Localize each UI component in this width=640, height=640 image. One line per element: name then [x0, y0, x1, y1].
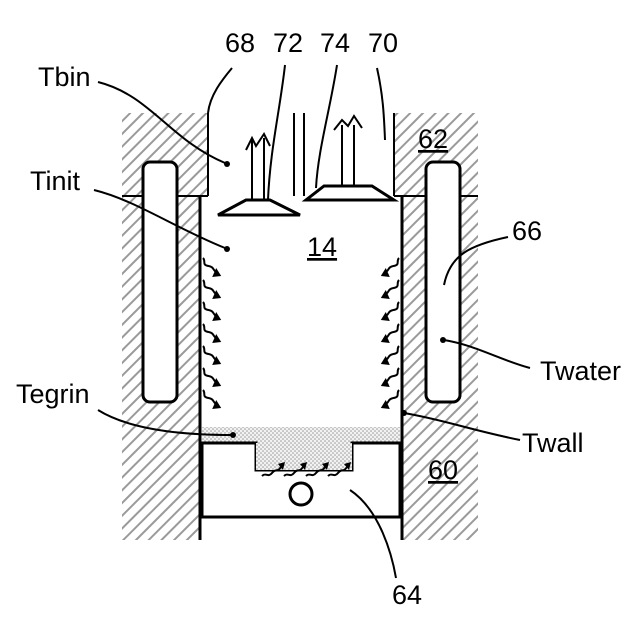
heat-arrow-left — [203, 368, 221, 387]
leader-74 — [316, 65, 337, 188]
heat-arrow-right — [381, 368, 399, 387]
heat-arrow-right — [381, 390, 399, 409]
leader-72 — [268, 65, 285, 200]
ref-70: 70 — [368, 28, 398, 58]
point-twall — [401, 410, 407, 416]
intake-runner-68 — [208, 68, 232, 113]
ref-64: 64 — [392, 580, 422, 610]
label-twall: Twall — [522, 428, 584, 458]
heat-arrows-right — [381, 258, 399, 409]
ref-74: 74 — [320, 28, 350, 58]
ref-60: 60 — [428, 455, 458, 485]
heat-arrow-left — [203, 324, 221, 343]
heat-arrow-right — [381, 302, 399, 321]
piston-pin — [290, 483, 312, 505]
heat-arrow-left — [203, 258, 221, 277]
ref-72: 72 — [273, 28, 303, 58]
label-tinit: Tinit — [30, 166, 81, 196]
point-twater — [440, 337, 446, 343]
piston — [202, 443, 400, 517]
heat-arrow-right — [381, 324, 399, 343]
heat-arrow-left — [203, 390, 221, 409]
point-tbin — [224, 161, 230, 167]
label-tegrin: Tegrin — [16, 379, 90, 409]
heat-arrows-left — [203, 258, 221, 409]
water-jacket-left — [143, 162, 177, 402]
heat-arrow-left — [203, 302, 221, 321]
water-jacket-right — [426, 162, 460, 402]
intake-valve — [218, 134, 300, 215]
label-twater: Twater — [540, 356, 621, 386]
ref-68: 68 — [225, 28, 255, 58]
ref-14: 14 — [307, 232, 337, 262]
heat-arrow-left — [203, 280, 221, 299]
exhaust-runner-70 — [377, 68, 385, 140]
point-tinit — [224, 246, 230, 252]
point-tegrin — [230, 432, 236, 438]
exhaust-valve — [294, 113, 394, 200]
ref-66: 66 — [512, 216, 542, 246]
heat-arrow-right — [381, 280, 399, 299]
label-tbin: Tbin — [38, 62, 91, 92]
heat-arrow-right — [381, 258, 399, 277]
heat-arrow-right — [381, 346, 399, 365]
ref-62: 62 — [418, 124, 448, 154]
heat-arrow-left — [203, 346, 221, 365]
